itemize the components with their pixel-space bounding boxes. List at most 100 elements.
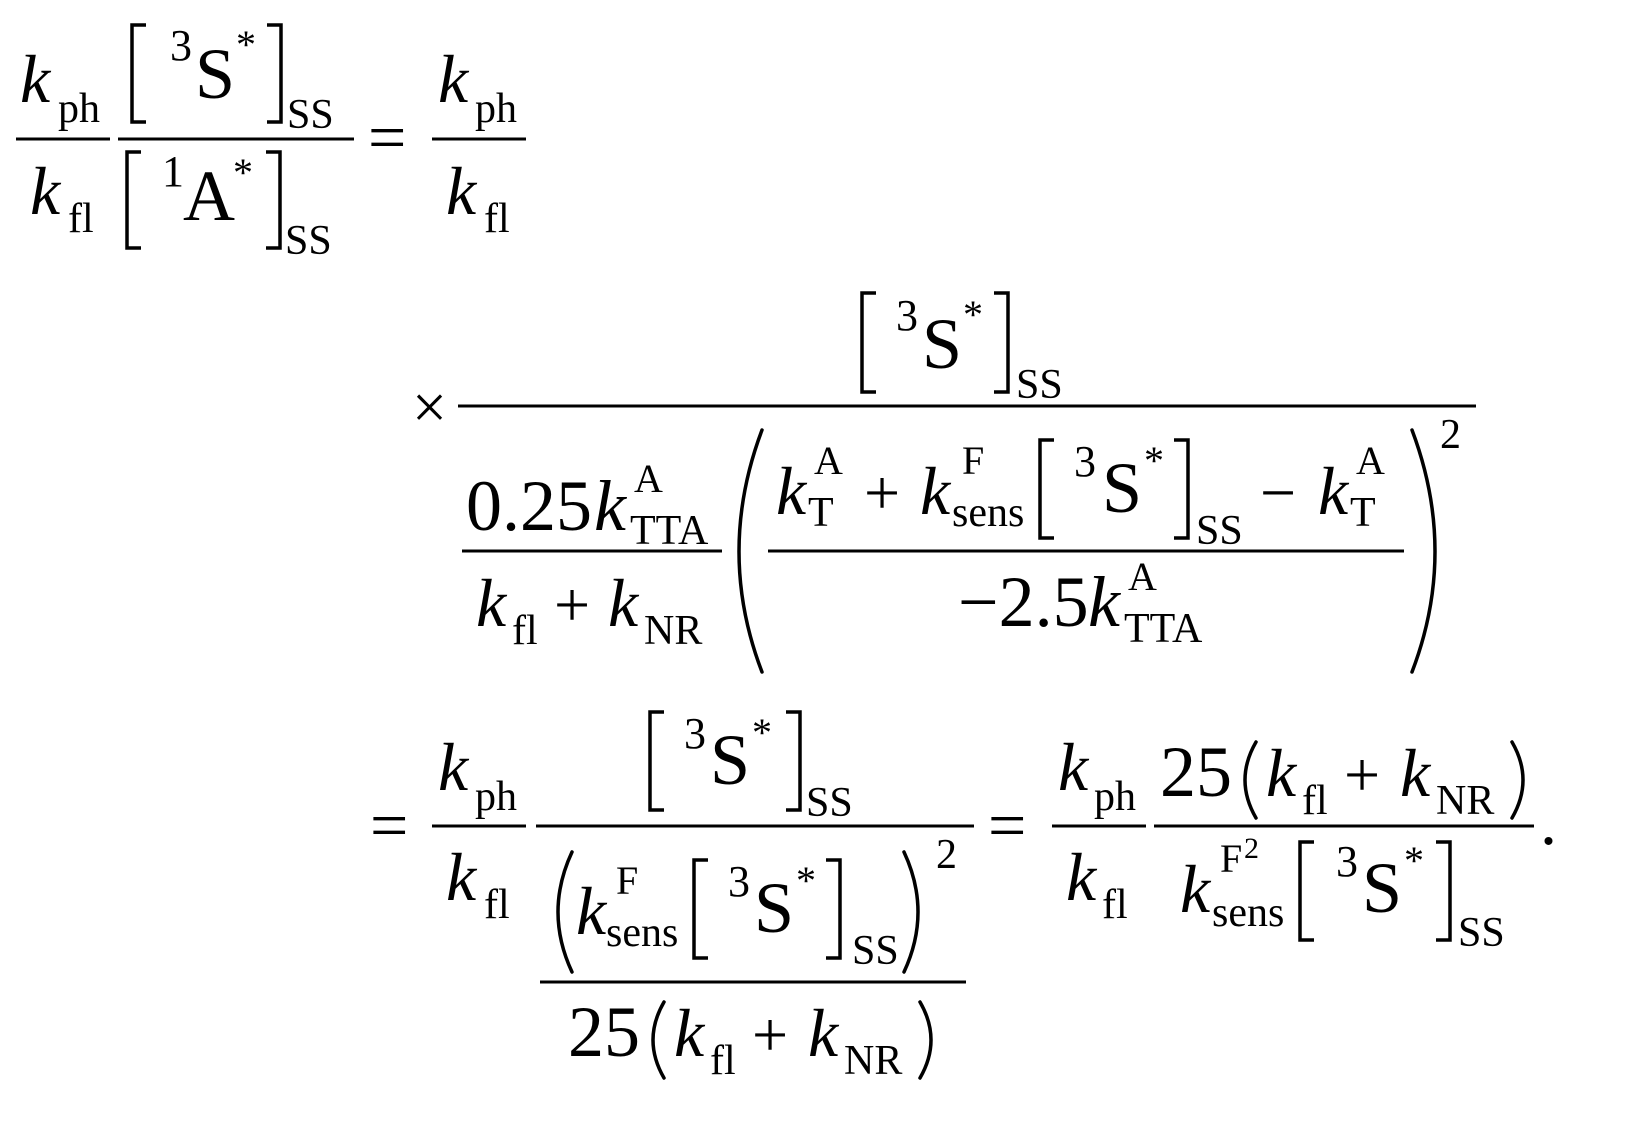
fraction-tta-over-sum: 0.25 k A TTA k fl + k NR xyxy=(462,456,722,654)
k-symbol: k xyxy=(576,873,608,949)
k-symbol: k xyxy=(1400,735,1432,811)
superscript-3: 3 xyxy=(1336,837,1358,886)
left-bracket xyxy=(648,710,664,812)
k-symbol: k xyxy=(1066,839,1098,915)
right-parenthesis xyxy=(902,850,920,974)
subscript-fl: fl xyxy=(710,1038,736,1084)
k-symbol: k xyxy=(808,995,840,1071)
subscript-ph: ph xyxy=(1094,774,1136,820)
left-bracket xyxy=(125,150,141,250)
k-symbol: k xyxy=(438,41,470,117)
superscript-3: 3 xyxy=(896,291,918,340)
k-symbol: k xyxy=(1088,562,1122,642)
equals-sign: = xyxy=(368,99,406,175)
k-symbol: k xyxy=(1318,453,1350,529)
right-parenthesis xyxy=(1510,740,1525,820)
fraction-3S-over-1A: 3 S * SS 1 A * SS xyxy=(118,21,354,264)
subscript-SS: SS xyxy=(1016,362,1063,408)
left-bracket xyxy=(1038,438,1054,540)
plus-sign: + xyxy=(1344,739,1380,810)
inner-fraction: k A T + k F sens 3 S * SS − k A T −2.5 k xyxy=(768,437,1404,652)
subscript-SS: SS xyxy=(852,928,899,974)
superscript-F: F xyxy=(1220,836,1242,881)
S-symbol: S xyxy=(195,34,235,114)
numerator-3S: 3 S * SS xyxy=(860,291,1063,408)
fraction-kph-over-kfl: k ph k fl xyxy=(1052,729,1146,928)
S-symbol: S xyxy=(710,720,750,800)
line-1: k ph k fl 3 S * SS 1 A * SS = k ph xyxy=(16,21,526,264)
fraction-kph-over-kfl: k ph k fl xyxy=(16,41,110,242)
star-superscript: * xyxy=(1144,438,1164,483)
right-bracket xyxy=(267,23,283,124)
equals-sign: = xyxy=(988,787,1026,863)
plus-sign: + xyxy=(864,457,900,528)
k-symbol: k xyxy=(776,453,808,529)
k-symbol: k xyxy=(446,153,478,229)
right-parenthesis xyxy=(1410,428,1437,674)
superscript-3: 3 xyxy=(1074,437,1096,486)
exponent-2: 2 xyxy=(1440,412,1461,458)
S-symbol: S xyxy=(1102,448,1142,528)
subscript-SS: SS xyxy=(1196,508,1243,554)
subscript-TTA: TTA xyxy=(630,508,709,554)
subscript-ph: ph xyxy=(58,86,100,132)
left-bracket xyxy=(860,291,876,394)
superscript-2: 2 xyxy=(1244,832,1259,865)
k-symbol: k xyxy=(20,41,52,117)
subscript-NR: NR xyxy=(644,608,702,654)
k-symbol: k xyxy=(920,453,952,529)
superscript-A: A xyxy=(1356,438,1385,483)
k-symbol: k xyxy=(438,729,470,805)
left-bracket xyxy=(130,23,146,124)
subscript-TTA: TTA xyxy=(1124,606,1203,652)
fraction-3S-over-squared-term: 3 S * SS k F sens 3 S * SS 2 25 k fl xyxy=(536,709,974,1084)
superscript-1: 1 xyxy=(162,147,184,196)
subscript-fl: fl xyxy=(1102,882,1128,928)
superscript-A: A xyxy=(1128,554,1157,599)
right-bracket xyxy=(994,291,1010,394)
k-symbol: k xyxy=(1266,735,1298,811)
minus-sign: − xyxy=(1260,457,1296,528)
subscript-NR: NR xyxy=(1436,778,1494,824)
subscript-fl: fl xyxy=(484,196,510,242)
subscript-NR: NR xyxy=(844,1038,902,1084)
subscript-fl: fl xyxy=(1302,778,1328,824)
line-2: × 3 S * SS 0.25 k A TTA k fl + k N xyxy=(412,291,1476,674)
fraction-kph-over-kfl: k ph k fl xyxy=(432,41,526,242)
S-symbol: S xyxy=(754,868,794,948)
star-superscript: * xyxy=(233,150,253,195)
left-bracket xyxy=(692,858,708,960)
subscript-sens: sens xyxy=(1212,890,1284,936)
right-bracket xyxy=(1436,840,1452,942)
subscript-SS: SS xyxy=(285,218,332,264)
right-bracket xyxy=(786,710,802,812)
right-bracket xyxy=(266,150,282,250)
coefficient-25: 25 xyxy=(568,992,640,1072)
left-bracket xyxy=(1298,840,1314,942)
subscript-fl: fl xyxy=(484,882,510,928)
superscript-A: A xyxy=(634,456,663,501)
superscript-3: 3 xyxy=(728,857,750,906)
k-symbol: k xyxy=(446,839,478,915)
coefficient-25: 25 xyxy=(1160,732,1232,812)
period: . xyxy=(1540,783,1557,859)
times-sign: × xyxy=(412,374,447,442)
denominator: 0.25 k A TTA k fl + k NR 2 k A T + k xyxy=(462,412,1461,674)
right-bracket xyxy=(826,858,842,960)
exponent-2: 2 xyxy=(936,832,957,878)
subscript-sens: sens xyxy=(952,490,1024,536)
fraction-25sum-over-sens: 25 k fl + k NR k F 2 sens 3 S * SS xyxy=(1154,732,1534,956)
star-superscript: * xyxy=(752,710,772,755)
subscript-fl: fl xyxy=(68,196,94,242)
fraction-kph-over-kfl: k ph k fl xyxy=(432,729,526,928)
k-symbol: k xyxy=(608,565,640,641)
subscript-ph: ph xyxy=(475,86,517,132)
subscript-SS: SS xyxy=(287,92,334,138)
superscript-3: 3 xyxy=(170,21,192,70)
star-superscript: * xyxy=(236,22,256,67)
plus-sign: + xyxy=(554,569,590,640)
k-symbol: k xyxy=(1058,729,1090,805)
superscript-3: 3 xyxy=(684,709,706,758)
line-3: = k ph k fl 3 S * SS k F sens 3 S * xyxy=(370,709,1557,1084)
